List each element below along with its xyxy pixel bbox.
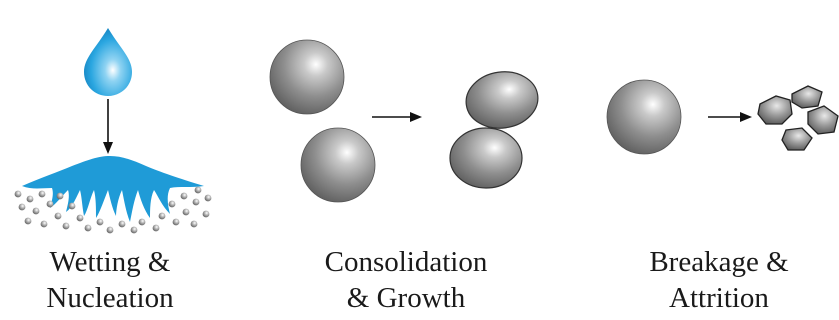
breakage-attrition-illustration <box>606 79 839 155</box>
caption-line: Breakage & <box>649 246 789 278</box>
stage-caption-breakage: Breakage & Attrition <box>624 244 814 316</box>
binder-spread <box>22 156 204 222</box>
down-arrow <box>103 99 113 154</box>
caption-line: Attrition <box>669 282 769 314</box>
granule-fragments <box>757 85 839 151</box>
right-arrow <box>372 112 422 122</box>
granule-sphere <box>300 127 376 203</box>
granule-sphere <box>269 39 345 115</box>
wetting-nucleation-illustration <box>14 28 212 234</box>
caption-line: Wetting & <box>49 246 171 278</box>
coalesced-granule <box>449 71 539 189</box>
primary-particles <box>14 186 212 234</box>
granule-sphere <box>606 79 682 155</box>
stage-caption-wetting: Wetting & Nucleation <box>16 244 204 316</box>
liquid-droplet-icon <box>84 28 132 96</box>
consolidation-growth-illustration <box>269 39 539 203</box>
stage-caption-consolidation: Consolidation & Growth <box>298 244 514 316</box>
right-arrow <box>708 112 752 122</box>
caption-line: & Growth <box>346 282 466 314</box>
caption-line: Nucleation <box>46 282 174 314</box>
caption-line: Consolidation <box>324 246 488 278</box>
